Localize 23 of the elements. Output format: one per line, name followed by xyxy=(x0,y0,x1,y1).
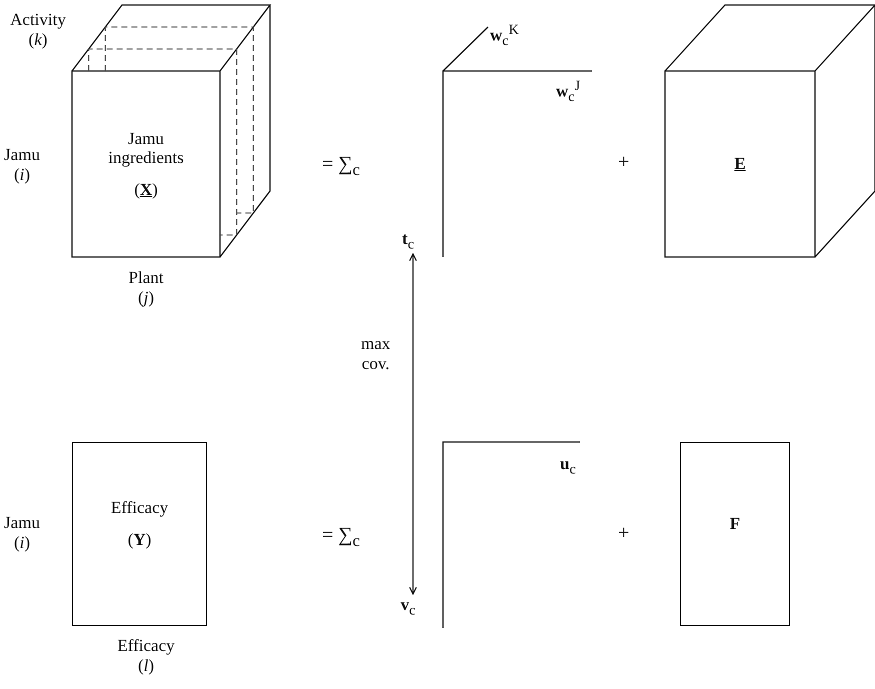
matrix-label: F xyxy=(730,514,740,534)
axis-label: Jamu (i) xyxy=(4,513,40,552)
axis-label: Efficacy (l) xyxy=(117,636,175,676)
matrix-box xyxy=(680,442,790,626)
matrix-label: Jamu ingredients xyxy=(107,128,185,168)
plus-sign: + xyxy=(618,150,630,174)
vector-label: u$_{c}$ xyxy=(560,454,576,478)
axis-label: Jamu (i) xyxy=(4,145,40,184)
matrix-label: (X) xyxy=(134,180,158,200)
sum-sign: = ∑$_{c}$ xyxy=(322,523,360,551)
sum-sign: = ∑$_{c}$ xyxy=(322,152,360,180)
vector-symbol: t$_{c}$ xyxy=(402,229,414,253)
arrow xyxy=(409,253,417,595)
matrix-box xyxy=(72,442,207,626)
plus-sign: + xyxy=(618,521,630,545)
matrix-label: E xyxy=(734,154,746,174)
axis-label: Plant (j) xyxy=(128,268,164,308)
vector-symbol: v$_{c}$ xyxy=(400,595,416,619)
matrix-label: Efficacy xyxy=(110,498,168,518)
axis-label: Activity (k) xyxy=(10,10,66,50)
tensor-cube xyxy=(72,5,270,257)
tensor-cube xyxy=(665,5,875,257)
matrix-label: (Y) xyxy=(128,530,152,550)
